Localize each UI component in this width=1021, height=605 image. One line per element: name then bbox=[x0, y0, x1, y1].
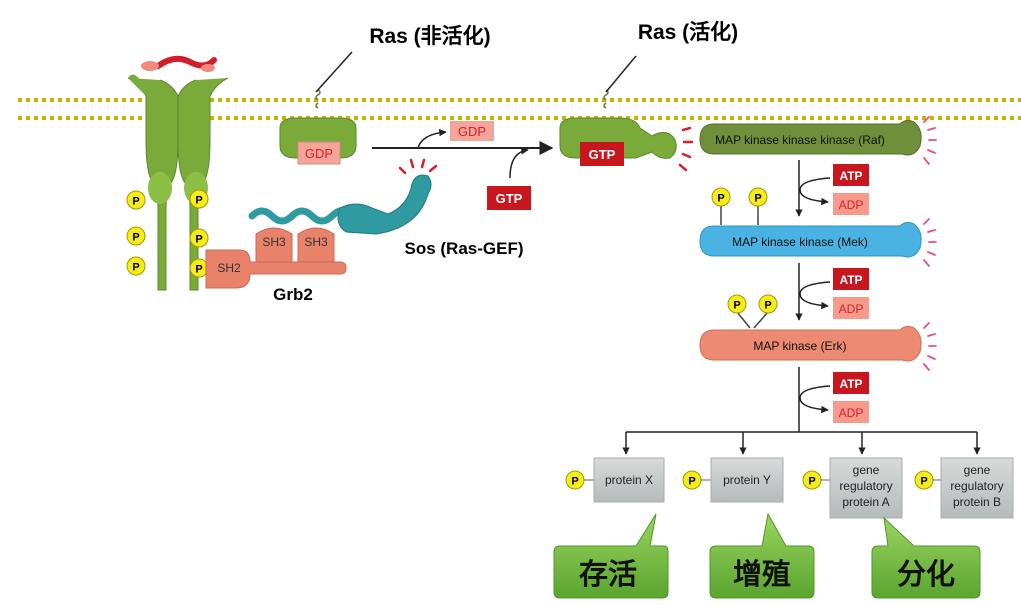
svg-text:GTP: GTP bbox=[589, 147, 616, 162]
ligand-icon bbox=[141, 55, 217, 72]
phosphate-icon bbox=[711, 187, 731, 207]
sos-activity-burst-icon bbox=[398, 158, 438, 175]
svg-text:ATP: ATP bbox=[839, 169, 862, 183]
svg-text:gene: gene bbox=[964, 463, 991, 477]
svg-text:P: P bbox=[195, 264, 202, 276]
ras-active-pointer bbox=[605, 55, 637, 93]
svg-text:SH3: SH3 bbox=[262, 235, 286, 249]
receptor-phosphates: P P P P P P bbox=[126, 189, 209, 278]
erk-activity-burst-icon bbox=[923, 322, 937, 371]
svg-text:protein A: protein A bbox=[842, 495, 889, 509]
phosphate-icon bbox=[727, 294, 747, 314]
svg-text:ADP: ADP bbox=[839, 302, 864, 316]
svg-text:P: P bbox=[571, 476, 578, 488]
svg-text:P: P bbox=[688, 476, 695, 488]
phosphorylation-step-1: ATP ADP bbox=[795, 160, 869, 217]
svg-text:protein Y: protein Y bbox=[723, 473, 771, 487]
svg-text:P: P bbox=[733, 300, 740, 312]
ras-inactive: GDP bbox=[279, 89, 357, 165]
phosphate-icon bbox=[758, 294, 778, 314]
ras-active: GTP bbox=[559, 89, 677, 166]
phosphate-icon bbox=[126, 226, 146, 246]
svg-text:P: P bbox=[132, 262, 139, 274]
target-branches bbox=[622, 431, 981, 455]
sos-protein bbox=[248, 174, 432, 235]
phosphorylation-step-2: ATP ADP bbox=[795, 263, 869, 321]
svg-text:P: P bbox=[808, 476, 815, 488]
raf-kinase: MAP kinase kinase kinase (Raf) bbox=[699, 119, 922, 156]
svg-text:regulatory: regulatory bbox=[950, 479, 1003, 493]
phosphate-icon bbox=[748, 187, 768, 207]
phosphorylation-step-3: ATP ADP bbox=[798, 367, 869, 432]
mek-phosphates: P P bbox=[711, 187, 768, 225]
svg-text:分化: 分化 bbox=[897, 558, 955, 591]
svg-text:SH2: SH2 bbox=[217, 261, 241, 275]
svg-text:ADP: ADP bbox=[839, 406, 864, 420]
gdp-gtp-exchange: GDP GTP bbox=[372, 121, 554, 210]
target-gene-regulatory-protein-a: P gene regulatory protein A bbox=[802, 457, 903, 519]
raf-activity-burst-icon bbox=[923, 116, 937, 165]
svg-text:GTP: GTP bbox=[496, 191, 523, 206]
svg-text:P: P bbox=[764, 300, 771, 312]
svg-text:P: P bbox=[132, 196, 139, 208]
svg-text:gene: gene bbox=[853, 463, 880, 477]
svg-text:protein X: protein X bbox=[605, 473, 653, 487]
erk-kinase: MAP kinase (Erk) bbox=[699, 325, 922, 362]
svg-text:regulatory: regulatory bbox=[839, 479, 892, 493]
target-protein-y: P protein Y bbox=[682, 457, 784, 503]
ras-activity-burst-icon bbox=[678, 126, 694, 172]
svg-text:MAP kinase kinase (Mek): MAP kinase kinase (Mek) bbox=[732, 235, 868, 249]
ras-active-label: Ras (活化) bbox=[638, 20, 738, 44]
svg-text:存活: 存活 bbox=[579, 558, 637, 591]
outcome-survival: 存活 bbox=[553, 513, 669, 599]
ras-inactive-label: Ras (非活化) bbox=[369, 24, 490, 48]
svg-text:P: P bbox=[920, 476, 927, 488]
grb2-adaptor: SH2 SH3 SH3 bbox=[205, 227, 347, 289]
svg-text:P: P bbox=[132, 232, 139, 244]
mek-activity-burst-icon bbox=[923, 218, 937, 267]
svg-text:ADP: ADP bbox=[839, 198, 864, 212]
target-protein-x: P protein X bbox=[565, 457, 665, 503]
target-gene-regulatory-protein-b: P gene regulatory protein B bbox=[914, 457, 1014, 519]
svg-text:P: P bbox=[717, 193, 724, 205]
phosphate-icon bbox=[126, 256, 146, 276]
outcome-proliferation: 增殖 bbox=[709, 512, 815, 599]
phosphate-icon bbox=[189, 189, 209, 209]
svg-text:MAP kinase kinase kinase (Raf): MAP kinase kinase kinase (Raf) bbox=[715, 133, 885, 147]
phosphate-icon bbox=[126, 190, 146, 210]
svg-text:P: P bbox=[195, 195, 202, 207]
grb2-label: Grb2 bbox=[273, 285, 313, 304]
phosphate-icon bbox=[189, 228, 209, 248]
svg-text:MAP kinase (Erk): MAP kinase (Erk) bbox=[753, 339, 846, 353]
svg-text:GDP: GDP bbox=[458, 124, 486, 139]
erk-phosphates: P P bbox=[727, 294, 778, 329]
plasma-membrane bbox=[18, 98, 1021, 120]
svg-text:ATP: ATP bbox=[839, 377, 862, 391]
svg-text:增殖: 增殖 bbox=[733, 558, 791, 591]
svg-text:SH3: SH3 bbox=[304, 235, 328, 249]
svg-text:ATP: ATP bbox=[839, 273, 862, 287]
outcome-differentiation: 分化 bbox=[871, 516, 981, 599]
sos-label: Sos (Ras-GEF) bbox=[404, 239, 523, 258]
mek-kinase: MAP kinase kinase (Mek) bbox=[699, 221, 922, 258]
svg-text:P: P bbox=[195, 234, 202, 246]
ras-inactive-pointer bbox=[315, 51, 353, 93]
svg-text:protein B: protein B bbox=[953, 495, 1001, 509]
svg-text:GDP: GDP bbox=[305, 146, 333, 161]
svg-text:P: P bbox=[754, 193, 761, 205]
